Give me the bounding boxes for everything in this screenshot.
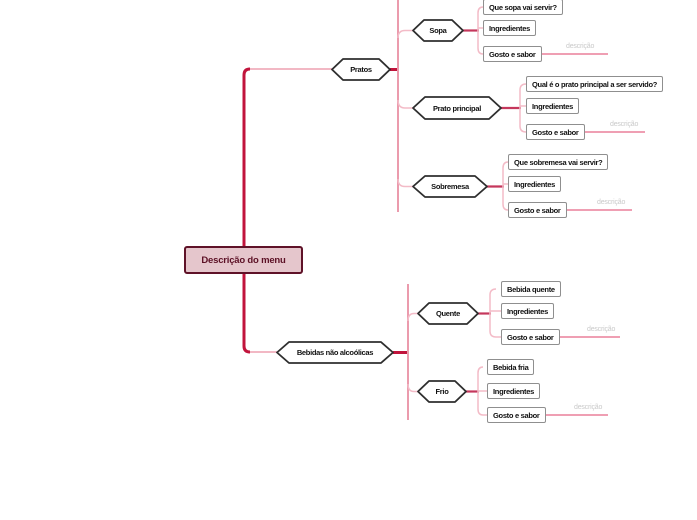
edge-label-descricao-sobremesa: descrição [597,199,626,206]
node-sobremesa[interactable]: Sobremesa [431,182,469,191]
hexagon-quente [417,302,479,325]
node-sobremesa-question[interactable]: Que sobremesa vai servir? [508,154,609,170]
node-bebidas-nao-alcoolicas[interactable]: Bebidas não alcoólicas [296,348,374,357]
hexagon-bebidas [276,341,394,364]
edge-label-descricao-quente: descrição [587,326,616,333]
node-sopa-question[interactable]: Que sopa vai servir? [483,0,563,15]
sopa-children-lines [463,6,608,55]
hexagon-pratos [331,58,391,81]
node-frio-gosto-e-sabor[interactable]: Gosto e sabor [487,407,546,423]
node-quente[interactable]: Quente [435,309,461,318]
node-quente-ingredientes[interactable]: Ingredientes [501,303,554,319]
node-sobremesa-ingredientes[interactable]: Ingredientes [508,176,561,192]
node-quente-bebida[interactable]: Bebida quente [501,281,561,297]
node-pratos[interactable]: Pratos [350,65,372,74]
node-frio-ingredientes[interactable]: Ingredientes [487,383,540,399]
prato-principal-children-lines [501,83,645,133]
node-prato-principal-gosto-e-sabor[interactable]: Gosto e sabor [526,124,585,140]
node-frio[interactable]: Frio [435,387,449,396]
edge-label-descricao-prato-principal: descrição [610,121,639,128]
node-sopa-gosto-e-sabor[interactable]: Gosto e sabor [483,46,542,62]
node-frio-bebida[interactable]: Bebida fria [487,359,535,375]
bebidas-branch-lines [393,284,418,420]
node-root[interactable]: Descrição do menu [184,246,303,274]
hexagon-prato-principal [412,96,502,120]
edge-label-descricao-frio: descrição [574,404,603,411]
node-prato-principal-ingredientes[interactable]: Ingredientes [526,98,579,114]
pratos-branch-lines [390,0,413,212]
trunk-connector [242,67,332,354]
node-sopa-ingredientes[interactable]: Ingredientes [483,20,536,36]
node-quente-gosto-e-sabor[interactable]: Gosto e sabor [501,329,560,345]
hexagon-sopa [412,19,464,42]
node-prato-principal-question[interactable]: Qual é o prato principal a ser servido? [526,76,664,92]
sobremesa-children-lines [487,161,632,211]
node-sopa[interactable]: Sopa [429,26,447,35]
frio-children-lines [466,366,608,416]
hexagon-sobremesa [412,175,488,198]
hexagon-node-shapes [276,19,502,403]
edge-label-descricao-sopa: descrição [566,43,595,50]
node-sobremesa-gosto-e-sabor[interactable]: Gosto e sabor [508,202,567,218]
hexagon-frio [417,380,467,403]
quente-children-lines [478,288,620,338]
node-prato-principal[interactable]: Prato principal [432,103,481,113]
